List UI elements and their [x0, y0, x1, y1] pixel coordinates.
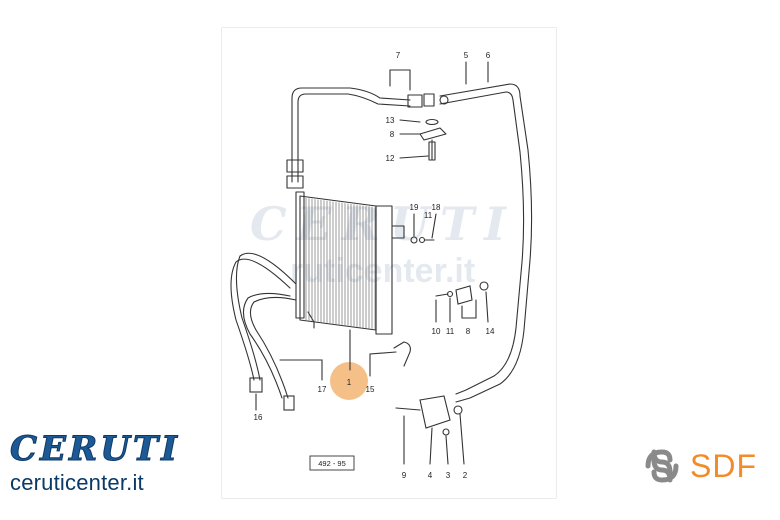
right-pipe-outer — [439, 83, 533, 403]
callout-5: 5 — [464, 51, 469, 60]
nut-19 — [410, 236, 418, 244]
leader-15 — [369, 351, 397, 377]
callout-9: 9 — [402, 471, 407, 480]
callout-14: 14 — [486, 327, 495, 336]
callout-8-lower: 8 — [466, 327, 471, 336]
drawing-sheet — [222, 28, 556, 498]
fitting-6 — [439, 95, 449, 105]
reference-code-box — [309, 455, 355, 471]
callout-16: 16 — [254, 413, 263, 422]
upper-pipe-left-inner — [297, 93, 411, 183]
sdf-logo: SDF — [640, 444, 757, 488]
sdf-knot-icon — [645, 449, 679, 483]
bracket-8 — [419, 127, 447, 141]
seal-3 — [442, 428, 450, 436]
hose-17-end — [283, 395, 295, 411]
bolt-9 — [395, 407, 421, 411]
callout-13: 13 — [386, 116, 395, 125]
callout-17: 17 — [318, 385, 327, 394]
adapter-block-4 — [419, 395, 451, 429]
union-2 — [453, 405, 463, 415]
callout-18: 18 — [432, 203, 441, 212]
ceruti-logo: CERUTI — [9, 429, 181, 469]
clip-13 — [425, 118, 439, 126]
callout-2: 2 — [463, 471, 468, 480]
callout-12: 12 — [386, 154, 395, 163]
hose-fitting-upper — [286, 159, 304, 173]
hose-16-end — [249, 377, 263, 393]
highlight-marker — [330, 362, 368, 400]
ceruti-website: ceruticenter.it — [10, 470, 144, 495]
callout-4: 4 — [428, 471, 433, 480]
reference-code: 492 - 95 — [318, 459, 346, 468]
fitting-7 — [407, 94, 423, 108]
watermark-brand: CERUTI — [250, 197, 516, 251]
washer-11b — [446, 290, 454, 298]
bolt-10 — [435, 293, 449, 297]
callout-8-upper: 8 — [390, 130, 395, 139]
leader-4 — [429, 427, 433, 465]
hose-16-outer — [230, 258, 291, 381]
hose-16-inner — [235, 252, 297, 381]
callout-19: 19 — [410, 203, 419, 212]
sdf-logo-text: SDF — [690, 447, 757, 484]
fitting-5 — [423, 93, 435, 107]
callout-11-upper: 11 — [424, 211, 433, 220]
hose-17-outer — [242, 292, 291, 399]
cooler-outlet-stub — [391, 225, 405, 239]
callout-labels: 1 2 3 4 5 6 7 8 8 9 10 11 11 12 13 14 15… — [254, 51, 495, 480]
leader-17 — [279, 359, 323, 381]
elbow-15 — [393, 341, 411, 367]
bolt-12-shank — [428, 141, 436, 161]
callout-6: 6 — [486, 51, 491, 60]
callout-7: 7 — [396, 51, 401, 60]
bracket-8b — [455, 285, 473, 305]
leader-3 — [445, 435, 449, 465]
cooler-right-tank — [375, 205, 393, 335]
leader-14 — [485, 291, 489, 323]
callout-1: 1 — [347, 378, 352, 387]
cooler-mount-foot — [307, 311, 315, 329]
leader-2 — [459, 413, 465, 465]
leader-7 — [389, 69, 411, 91]
ceruti-brand: CERUTI ceruticenter.it — [9, 429, 181, 496]
leader-13 — [399, 119, 421, 123]
cooler-fins — [305, 198, 376, 330]
callout-3: 3 — [446, 471, 451, 480]
upper-pipe-left — [291, 87, 411, 183]
callout-10: 10 — [432, 327, 441, 336]
callout-15: 15 — [366, 385, 375, 394]
leader-8b — [461, 299, 477, 319]
callout-11-lower: 11 — [446, 327, 455, 336]
leader-18 — [431, 213, 437, 239]
spacer-14 — [479, 281, 489, 291]
leader-12 — [399, 155, 429, 159]
hose-fitting-lower — [286, 175, 304, 189]
hose-17-inner — [249, 296, 297, 399]
right-pipe-inner — [439, 91, 525, 395]
cooler-left-tank — [295, 191, 305, 319]
